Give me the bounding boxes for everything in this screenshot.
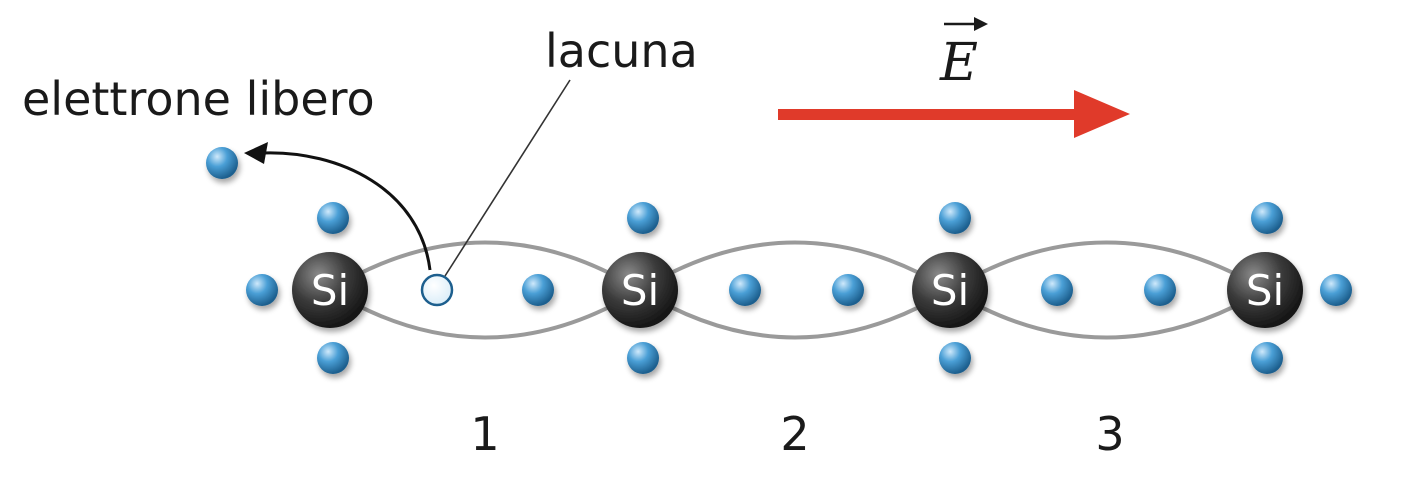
electron (939, 342, 971, 374)
field-vector-symbol: E (939, 17, 988, 93)
si-atom (912, 252, 988, 328)
bond-lower-1 (328, 288, 642, 340)
bond-number: 1 (470, 407, 499, 461)
field-label: E (939, 33, 978, 93)
si-atom-label: Si (311, 266, 349, 315)
free-electron (206, 147, 238, 179)
bond-number: 2 (780, 407, 809, 461)
electron (627, 342, 659, 374)
si-atom (292, 252, 368, 328)
bonds (328, 240, 1267, 340)
si-atom-label: Si (1246, 266, 1284, 315)
electron (1320, 274, 1352, 306)
electron (627, 202, 659, 234)
si-atom (602, 252, 678, 328)
electron (1251, 202, 1283, 234)
bond-number: 3 (1095, 407, 1124, 461)
electron (522, 274, 554, 306)
hole-label: lacuna (545, 24, 698, 78)
bond-lower-3 (948, 288, 1267, 340)
curved-arrow-icon (244, 142, 432, 271)
electron (939, 202, 971, 234)
electron (1041, 274, 1073, 306)
hole (420, 273, 454, 307)
electron (1251, 342, 1283, 374)
electrons (206, 147, 1352, 374)
bond-upper-3 (948, 240, 1267, 292)
bond-upper-1 (328, 240, 642, 292)
si-atom-label: Si (931, 266, 969, 315)
si-atom-label: Si (621, 266, 659, 315)
atoms (292, 252, 1303, 328)
hole-leader-line (444, 79, 571, 277)
bond-upper-2 (638, 240, 952, 292)
si-atom (1227, 252, 1303, 328)
right-arrow-icon (778, 90, 1130, 138)
electron (317, 202, 349, 234)
electron (317, 342, 349, 374)
electron (1144, 274, 1176, 306)
electron (832, 274, 864, 306)
free-electron-label: elettrone libero (22, 72, 375, 126)
electron (246, 274, 278, 306)
bond-lower-2 (638, 288, 952, 340)
electron (729, 274, 761, 306)
